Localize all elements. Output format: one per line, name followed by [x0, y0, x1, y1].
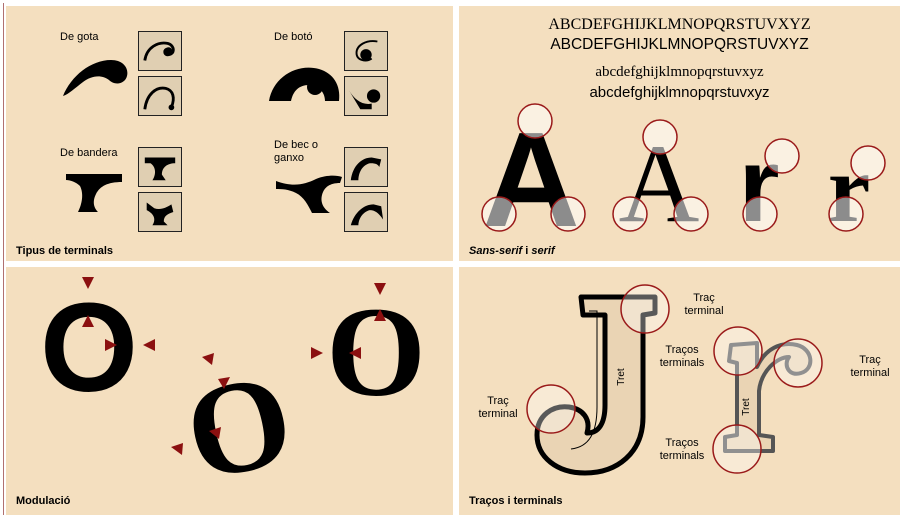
panel-modulation: O O O Modulació — [6, 267, 453, 515]
caption-modulation: Modulació — [16, 495, 70, 507]
label-trac-terminal-left: Traç terminal — [473, 395, 523, 421]
modulation-letter-o-horizontal: O — [326, 281, 426, 423]
drop-terminal-detail-2 — [138, 76, 182, 116]
label-de-bandera: De bandera — [60, 147, 118, 160]
drop-terminal-detail-1 — [138, 31, 182, 71]
panel-terminal-types: De gota De botó De bandera De bec o ganx… — [6, 6, 453, 261]
sample-letters-diagram: A A r r — [459, 101, 900, 261]
label-trac-terminal-top: Traç terminal — [675, 292, 733, 318]
uppercase-serif-alphabet: ABCDEFGHIJKLMNOPQRSTUVXYZ — [459, 16, 900, 34]
lowercase-serif-alphabet: abcdefghijklmnopqrstuvxyz — [459, 64, 900, 81]
caption-connector: i — [522, 245, 531, 257]
stroke-label-tret-r: Tret — [741, 398, 752, 416]
beak-terminal-detail-2 — [344, 192, 388, 232]
panel-strokes-and-terminals: Tret Tret Traç terminal Traços terminals… — [459, 267, 900, 515]
stroke-label-tret-j: Tret — [616, 368, 627, 386]
ball-terminal-shape — [269, 61, 344, 106]
lowercase-sans-alphabet: abcdefghijklmnopqrstuvxyz — [459, 84, 900, 101]
ball-terminal-detail-2 — [344, 76, 388, 116]
label-de-bec-o-ganxo: De bec o ganxo — [274, 139, 334, 165]
beak-terminal-shape — [274, 171, 344, 216]
caption-sans-serif-word: Sans-serif — [469, 245, 522, 257]
uppercase-sans-alphabet: ABCDEFGHIJKLMNOPQRSTUVXYZ — [459, 36, 900, 54]
caption-strokes-and-terminals: Traços i terminals — [469, 495, 563, 507]
modulation-letter-o-diagonal: O — [173, 344, 304, 509]
flag-terminal-detail-2 — [138, 192, 182, 232]
drop-terminal-shape — [61, 46, 131, 106]
modulation-letter-o-vertical: O — [40, 277, 138, 418]
label-trac-terminal-right: Traç terminal — [845, 354, 895, 380]
caption-serif-word: serif — [531, 245, 554, 257]
modulation-diagram: O O O — [6, 267, 453, 515]
label-de-boto: De botó — [274, 31, 313, 44]
label-tracos-terminals-top: Traços terminals — [651, 344, 713, 370]
flag-terminal-detail-1 — [138, 147, 182, 187]
panel-sans-serif-vs-serif: ABCDEFGHIJKLMNOPQRSTUVXYZ ABCDEFGHIJKLMN… — [459, 6, 900, 261]
ball-terminal-detail-1 — [344, 31, 388, 71]
flag-terminal-shape — [64, 172, 124, 214]
caption-sans-serif-vs-serif: Sans-serif i serif — [469, 245, 555, 257]
label-de-gota: De gota — [60, 31, 99, 44]
caption-terminal-types: Tipus de terminals — [16, 245, 113, 257]
label-tracos-terminals-bottom: Traços terminals — [651, 437, 713, 463]
beak-terminal-detail-1 — [344, 147, 388, 187]
